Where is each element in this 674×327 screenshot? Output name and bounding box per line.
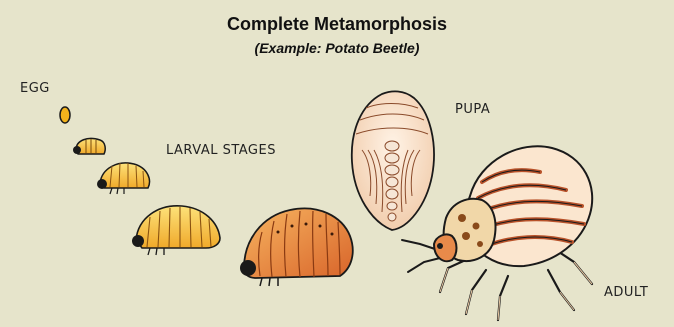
larva-stage-1-illustration [73, 138, 105, 154]
larva-stage-2-illustration [97, 163, 149, 194]
larva-stage-3-illustration [132, 206, 220, 255]
larva-stage-4-illustration [240, 208, 353, 286]
pupa-illustration [352, 91, 434, 230]
egg-illustration [60, 107, 70, 123]
